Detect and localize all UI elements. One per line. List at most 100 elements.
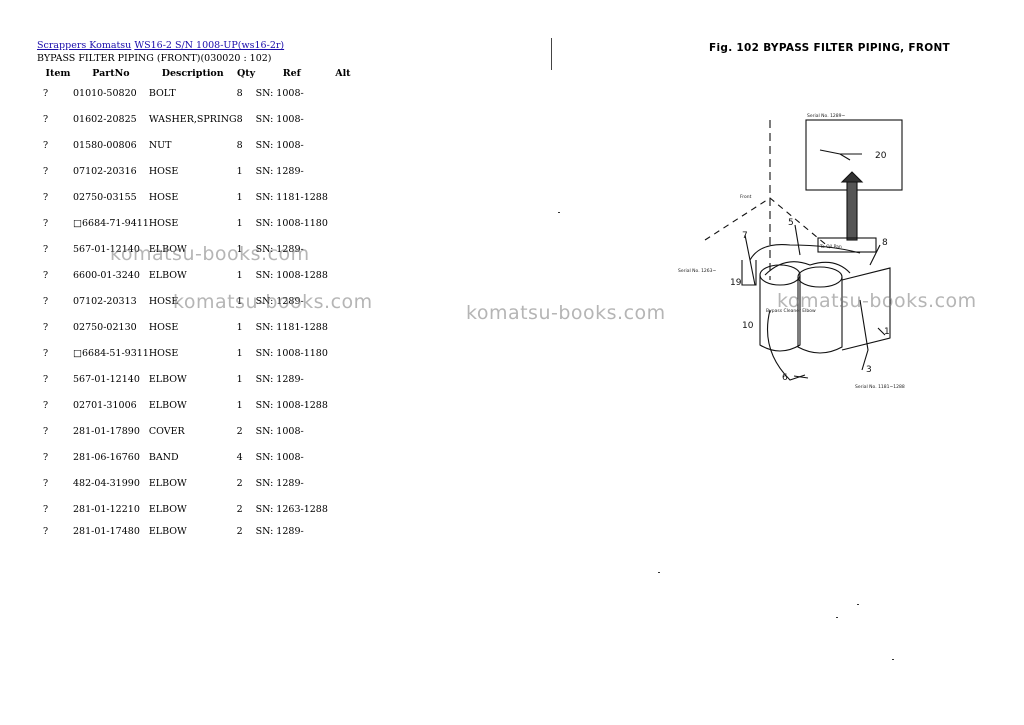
cell-description: ELBOW xyxy=(148,525,187,537)
note-front: Front xyxy=(740,194,752,200)
cell-partno: 281-01-17890 xyxy=(73,425,140,437)
cell-ref: SN: 1289- xyxy=(255,165,304,177)
cell-qty: 1 xyxy=(236,295,243,307)
cell-ref: SN: 1289- xyxy=(255,295,304,307)
callout-10: 10 xyxy=(742,321,754,331)
cell-alt xyxy=(328,496,358,522)
cell-alt xyxy=(328,80,358,106)
cell-item: ? xyxy=(43,217,49,229)
cell-alt xyxy=(328,158,358,184)
breadcrumb-link-scrappers[interactable]: Scrappers Komatsu xyxy=(37,40,132,51)
scan-speck xyxy=(892,659,894,660)
cell-description: WASHER,SPRING xyxy=(148,113,237,125)
cell-item: ? xyxy=(43,165,49,177)
callout-5: 5 xyxy=(788,218,794,228)
cell-description: HOSE xyxy=(148,191,179,203)
cell-ref: SN: 1008-1180 xyxy=(255,217,328,229)
cell-ref: SN: 1289- xyxy=(255,243,304,255)
cell-qty: 1 xyxy=(236,347,243,359)
cell-ref: SN: 1008- xyxy=(255,139,304,151)
arrow-head xyxy=(840,171,864,183)
cell-ref: SN: 1008- xyxy=(255,451,304,463)
cell-qty: 1 xyxy=(236,191,243,203)
cell-ref: SN: 1008-1180 xyxy=(255,347,328,359)
cell-alt xyxy=(328,314,358,340)
cell-ref: SN: 1008-1288 xyxy=(255,399,328,411)
watermark: komatsu-books.com xyxy=(777,290,977,312)
table-header-row: Item PartNo Description Qty Ref Alt xyxy=(37,66,358,80)
cell-item: ? xyxy=(43,525,49,537)
cell-partno: □6684-71-9411 xyxy=(73,217,149,229)
cell-description: COVER xyxy=(148,425,185,437)
cell-ref: SN: 1181-1288 xyxy=(255,191,328,203)
cell-qty: 1 xyxy=(236,373,243,385)
cell-item: ? xyxy=(43,347,49,359)
cell-ref: SN: 1263-1288 xyxy=(255,503,328,515)
cell-qty: 1 xyxy=(236,165,243,177)
cleaner-body-left xyxy=(759,275,801,352)
column-divider xyxy=(551,38,552,70)
callout-6: 6 xyxy=(782,373,788,383)
page-title: BYPASS FILTER PIPING (FRONT)(030020 : 10… xyxy=(37,53,272,64)
cell-description: HOSE xyxy=(148,217,179,229)
note-serial-1181-1288: Serial No. 1181~1288 xyxy=(855,384,905,390)
cell-partno: 482-04-31990 xyxy=(73,477,140,489)
cell-alt xyxy=(328,418,358,444)
cell-alt xyxy=(328,106,358,132)
cell-ref: SN: 1181-1288 xyxy=(255,321,328,333)
leader-8 xyxy=(869,244,881,266)
cell-qty: 2 xyxy=(236,525,243,537)
callout-7: 7 xyxy=(742,231,748,241)
figure-title: Fig. 102 BYPASS FILTER PIPING, FRONT xyxy=(709,42,950,54)
cell-item: ? xyxy=(43,373,49,385)
cell-ref: SN: 1008- xyxy=(255,87,304,99)
parts-table: Item PartNo Description Qty Ref Alt ?010… xyxy=(37,66,358,540)
header-description: Description xyxy=(161,67,224,79)
cell-qty: 1 xyxy=(236,269,243,281)
cell-qty: 2 xyxy=(236,477,243,489)
cell-description: BOLT xyxy=(148,87,176,99)
inset-pipe xyxy=(819,149,851,161)
cell-qty: 1 xyxy=(236,217,243,229)
cell-partno: □6684-51-9311 xyxy=(73,347,149,359)
cell-item: ? xyxy=(43,321,49,333)
cell-alt xyxy=(328,392,358,418)
scan-speck xyxy=(558,212,560,213)
cell-alt xyxy=(328,184,358,210)
cell-alt xyxy=(328,210,358,236)
parts-diagram: 20 5 7 19 10 6 3 8 1 Serial No. 1289~ To… xyxy=(678,113,905,390)
cell-item: ? xyxy=(43,113,49,125)
cell-partno: 281-01-17480 xyxy=(73,525,140,537)
callout-19: 19 xyxy=(730,278,742,288)
front-direction-lines xyxy=(704,197,831,249)
cell-ref: SN: 1008- xyxy=(255,425,304,437)
cell-item: ? xyxy=(43,503,49,515)
cell-partno: 6600-01-3240 xyxy=(73,269,140,281)
cell-partno: 281-06-16760 xyxy=(73,451,140,463)
cell-description: ELBOW xyxy=(148,399,187,411)
cell-item: ? xyxy=(43,191,49,203)
cell-alt xyxy=(328,470,358,496)
breadcrumb-link-model[interactable]: WS16-2 S/N 1008-UP(ws16-2r) xyxy=(134,40,285,51)
cell-ref: SN: 1008-1288 xyxy=(255,269,328,281)
cell-description: ELBOW xyxy=(148,477,187,489)
cell-partno: 567-01-12140 xyxy=(73,243,140,255)
elbow-19 xyxy=(741,260,757,286)
cell-description: ELBOW xyxy=(148,503,187,515)
cell-partno: 07102-20313 xyxy=(73,295,137,307)
cell-partno: 02701-31006 xyxy=(73,399,137,411)
header-qty: Qty xyxy=(237,67,256,79)
scan-speck xyxy=(658,572,660,573)
cell-alt xyxy=(328,444,358,470)
cell-partno: 01580-00806 xyxy=(73,139,137,151)
